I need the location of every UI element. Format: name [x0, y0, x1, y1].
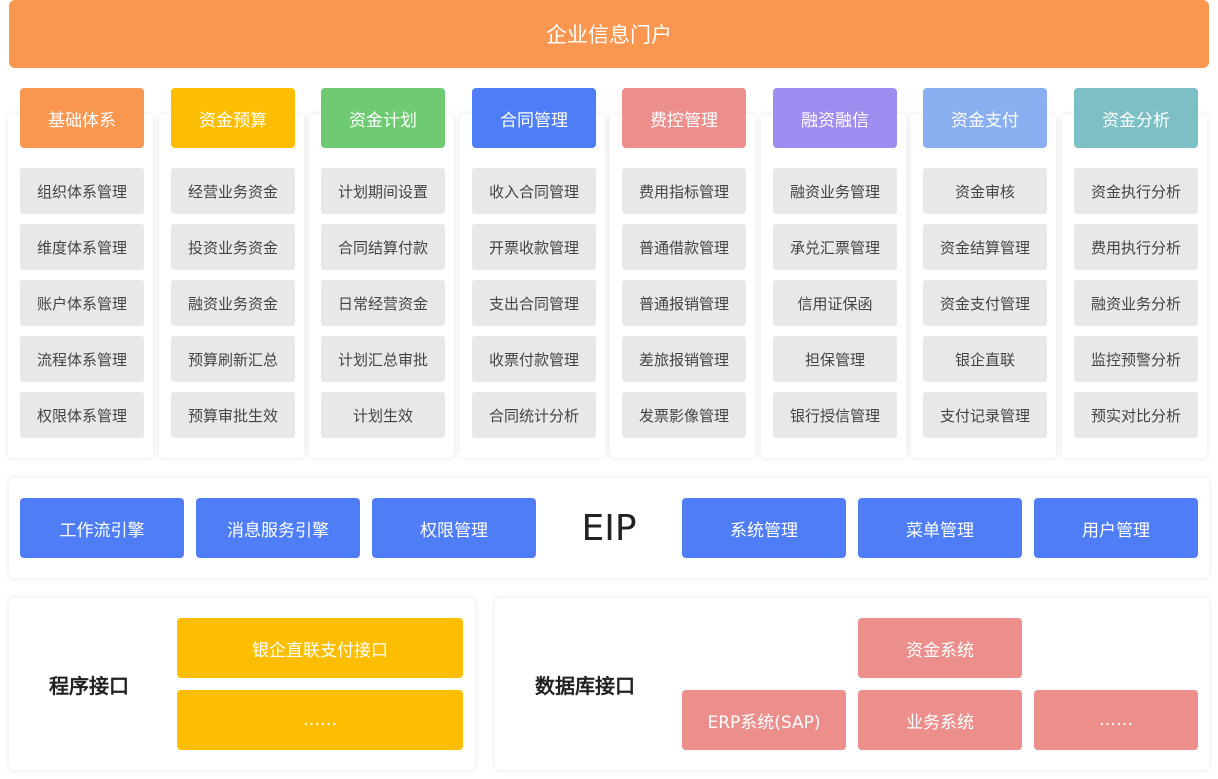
module-item[interactable]: 费用指标管理 — [622, 168, 746, 214]
module-item[interactable]: 投资业务资金 — [171, 224, 295, 270]
erp-system-button[interactable]: ERP系统(SAP) — [682, 690, 846, 750]
fund-system-button[interactable]: 资金系统 — [858, 618, 1022, 678]
permission-management-label: 权限管理 — [420, 520, 488, 541]
module-header[interactable]: 资金计划 — [321, 88, 445, 148]
message-service-engine-button[interactable]: 消息服务引擎 — [196, 498, 360, 558]
business-system-button[interactable]: 业务系统 — [858, 690, 1022, 750]
module-item[interactable]: 合同结算付款 — [321, 224, 445, 270]
module-item[interactable]: 日常经营资金 — [321, 280, 445, 326]
portal-title: 企业信息门户 — [546, 23, 672, 47]
module-header[interactable]: 基础体系 — [20, 88, 144, 148]
module-item[interactable]: 融资业务管理 — [773, 168, 897, 214]
system-management-label: 系统管理 — [730, 520, 798, 541]
module-item[interactable]: 信用证保函 — [773, 280, 897, 326]
module-grid: 基础体系组织体系管理维度体系管理账户体系管理流程体系管理权限体系管理资金预算经营… — [8, 88, 1210, 458]
module-column: 融资融信融资业务管理承兑汇票管理信用证保函担保管理银行授信管理 — [761, 88, 906, 458]
module-item[interactable]: 收入合同管理 — [472, 168, 596, 214]
message-service-engine-label: 消息服务引擎 — [227, 520, 329, 541]
module-item[interactable]: 计划汇总审批 — [321, 336, 445, 382]
module-item[interactable]: 支付记录管理 — [923, 392, 1047, 438]
module-header[interactable]: 融资融信 — [773, 88, 897, 148]
module-item[interactable]: 流程体系管理 — [20, 336, 144, 382]
module-item[interactable]: 收票付款管理 — [472, 336, 596, 382]
module-item[interactable]: 计划生效 — [321, 392, 445, 438]
module-item[interactable]: 资金结算管理 — [923, 224, 1047, 270]
eip-bar: 工作流引擎 消息服务引擎 权限管理 EIP 系统管理 菜单管理 用户管理 — [9, 478, 1209, 578]
program-interface-panel: 程序接口 银企直联支付接口 …… — [9, 598, 475, 770]
program-interface-more-label: …… — [303, 710, 337, 730]
program-interface-title: 程序接口 — [49, 673, 129, 698]
module-item[interactable]: 支出合同管理 — [472, 280, 596, 326]
module-item[interactable]: 融资业务分析 — [1074, 280, 1198, 326]
portal-header: 企业信息门户 — [9, 0, 1209, 68]
module-item[interactable]: 普通报销管理 — [622, 280, 746, 326]
module-header[interactable]: 费控管理 — [622, 88, 746, 148]
module-column: 资金计划计划期间设置合同结算付款日常经营资金计划汇总审批计划生效 — [309, 88, 454, 458]
module-item[interactable]: 权限体系管理 — [20, 392, 144, 438]
menu-management-button[interactable]: 菜单管理 — [858, 498, 1022, 558]
business-system-label: 业务系统 — [906, 712, 974, 733]
module-item[interactable]: 计划期间设置 — [321, 168, 445, 214]
module-item[interactable]: 融资业务资金 — [171, 280, 295, 326]
module-item[interactable]: 资金审核 — [923, 168, 1047, 214]
module-item[interactable]: 担保管理 — [773, 336, 897, 382]
menu-management-label: 菜单管理 — [906, 520, 974, 541]
workflow-engine-label: 工作流引擎 — [59, 520, 145, 541]
module-column: 合同管理收入合同管理开票收款管理支出合同管理收票付款管理合同统计分析 — [460, 88, 605, 458]
bank-direct-payment-interface-label: 银企直联支付接口 — [252, 640, 388, 661]
module-column: 资金分析资金执行分析费用执行分析融资业务分析监控预警分析预实对比分析 — [1062, 88, 1207, 458]
module-item[interactable]: 经营业务资金 — [171, 168, 295, 214]
fund-system-label: 资金系统 — [906, 640, 974, 661]
eip-label: EIP — [581, 507, 637, 549]
bank-direct-payment-interface-button[interactable]: 银企直联支付接口 — [177, 618, 463, 678]
database-interface-title: 数据库接口 — [535, 673, 635, 698]
user-management-label: 用户管理 — [1082, 520, 1150, 541]
erp-system-label: ERP系统(SAP) — [707, 712, 821, 733]
module-header[interactable]: 资金分析 — [1074, 88, 1198, 148]
module-item[interactable]: 费用执行分析 — [1074, 224, 1198, 270]
module-header[interactable]: 合同管理 — [472, 88, 596, 148]
module-header[interactable]: 资金预算 — [171, 88, 295, 148]
module-item[interactable]: 银行授信管理 — [773, 392, 897, 438]
system-management-button[interactable]: 系统管理 — [682, 498, 846, 558]
module-item[interactable]: 预实对比分析 — [1074, 392, 1198, 438]
module-item[interactable]: 资金支付管理 — [923, 280, 1047, 326]
module-column: 费控管理费用指标管理普通借款管理普通报销管理差旅报销管理发票影像管理 — [610, 88, 755, 458]
workflow-engine-button[interactable]: 工作流引擎 — [20, 498, 184, 558]
module-item[interactable]: 开票收款管理 — [472, 224, 596, 270]
module-item[interactable]: 普通借款管理 — [622, 224, 746, 270]
module-header[interactable]: 资金支付 — [923, 88, 1047, 148]
program-interface-more-button[interactable]: …… — [177, 690, 463, 750]
module-item[interactable]: 预算审批生效 — [171, 392, 295, 438]
module-item[interactable]: 资金执行分析 — [1074, 168, 1198, 214]
module-item[interactable]: 银企直联 — [923, 336, 1047, 382]
module-item[interactable]: 差旅报销管理 — [622, 336, 746, 382]
user-management-button[interactable]: 用户管理 — [1034, 498, 1198, 558]
module-item[interactable]: 承兑汇票管理 — [773, 224, 897, 270]
module-item[interactable]: 预算刷新汇总 — [171, 336, 295, 382]
module-column: 资金支付资金审核资金结算管理资金支付管理银企直联支付记录管理 — [911, 88, 1056, 458]
module-column: 资金预算经营业务资金投资业务资金融资业务资金预算刷新汇总预算审批生效 — [159, 88, 304, 458]
module-item[interactable]: 发票影像管理 — [622, 392, 746, 438]
database-interface-more-button[interactable]: …… — [1034, 690, 1198, 750]
database-interface-panel: 数据库接口 资金系统 ERP系统(SAP) 业务系统 …… — [495, 598, 1209, 770]
module-column: 基础体系组织体系管理维度体系管理账户体系管理流程体系管理权限体系管理 — [8, 88, 153, 458]
module-item[interactable]: 维度体系管理 — [20, 224, 144, 270]
database-interface-more-label: …… — [1099, 710, 1133, 730]
module-item[interactable]: 监控预警分析 — [1074, 336, 1198, 382]
permission-management-button[interactable]: 权限管理 — [372, 498, 536, 558]
module-item[interactable]: 组织体系管理 — [20, 168, 144, 214]
module-item[interactable]: 账户体系管理 — [20, 280, 144, 326]
module-item[interactable]: 合同统计分析 — [472, 392, 596, 438]
